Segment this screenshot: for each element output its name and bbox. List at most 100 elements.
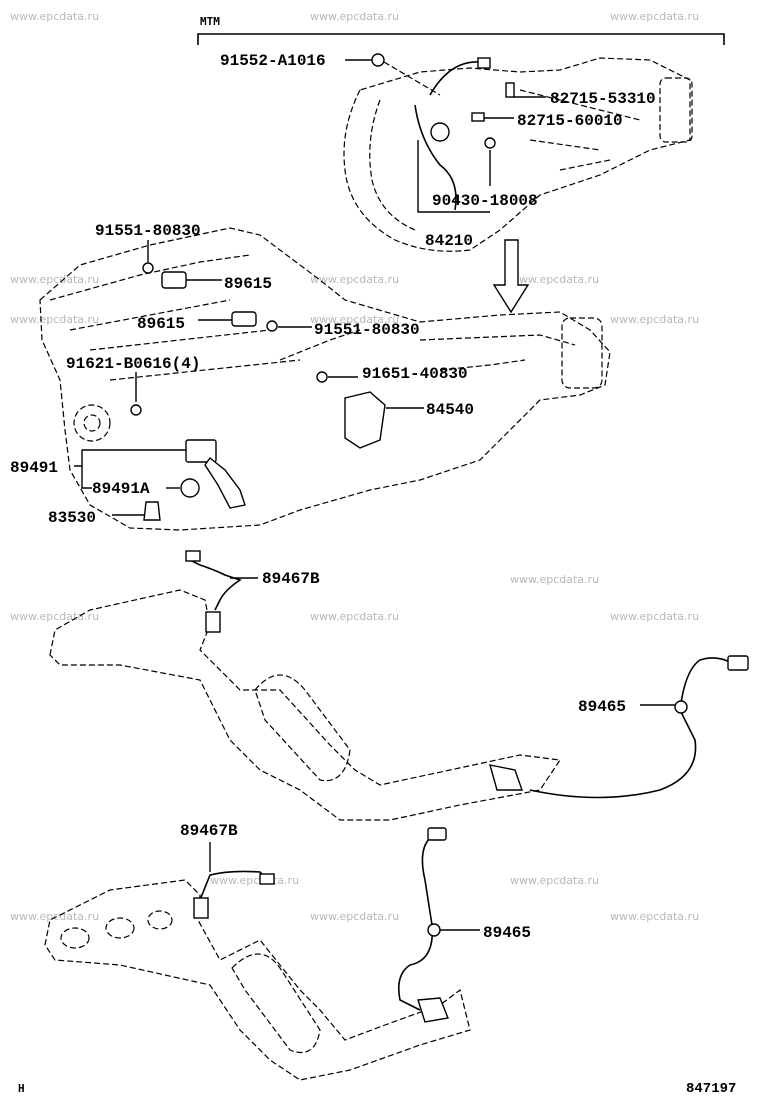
mtm-bracket: MTM [197, 15, 725, 45]
label-82715-60010: 82715-60010 [517, 112, 623, 130]
sensor-89615-mid [231, 311, 257, 327]
watermarks: www.epcdata.ru www.epcdata.ru www.epcdat… [10, 10, 699, 923]
label-90430-18008: 90430-18008 [432, 192, 538, 210]
grommet-89465-bottom [427, 923, 441, 937]
clip-82715-60010 [471, 112, 485, 122]
pulley [73, 404, 111, 442]
label-89615-mid: 89615 [137, 315, 185, 333]
watermark-text: www.epcdata.ru [510, 273, 599, 286]
transmission-top-drawing [343, 53, 693, 252]
connector-89465-top [727, 655, 749, 671]
o-ring-89491a [180, 478, 200, 498]
transmission-mid-line-2 [439, 359, 526, 371]
bolt-91621 [130, 404, 142, 416]
o2-sensor-wire-89467b-top [189, 559, 242, 611]
watermark-text: www.epcdata.ru [310, 273, 399, 286]
manifold-port-3 [147, 910, 173, 930]
connector-89467b-bottom [259, 873, 275, 885]
label-89491a: 89491A [92, 480, 150, 498]
exhaust-pipe-1 [49, 589, 562, 821]
label-89491: 89491 [10, 459, 58, 477]
transmission-housing-top [343, 57, 691, 252]
engine-labels: 91551-80830 89615 89615 91551-80830 9162… [10, 222, 474, 527]
exhaust-2-labels: 89467B 89465 [180, 822, 531, 942]
section-label: MTM [200, 15, 220, 28]
bolt-91552 [371, 53, 385, 67]
watermark-text: www.epcdata.ru [310, 910, 399, 923]
bellhousing-edge [369, 99, 416, 231]
label-89467b-bottom: 89467B [180, 822, 238, 840]
leader-91552-dashed [383, 61, 441, 96]
transmission-mid-line [419, 334, 576, 346]
watermark-text: www.epcdata.ru [610, 10, 699, 23]
speed-sensor-84210 [430, 122, 450, 142]
footer-left-code: H [18, 1082, 25, 1095]
o2-sensor-89467b-top [205, 611, 221, 633]
connector-89467b-top [185, 550, 201, 562]
watermark-text: www.epcdata.ru [10, 910, 99, 923]
label-84540: 84540 [426, 401, 474, 419]
o2-sensor-89467b-bottom [193, 897, 209, 919]
transmission-ribs [519, 89, 641, 171]
label-89465-top: 89465 [578, 698, 626, 716]
transmission-mid-flange [561, 317, 603, 389]
exhaust-1-labels: 89467B 89465 [230, 570, 675, 716]
transmission-flange [659, 77, 693, 143]
o-ring-90430 [484, 137, 496, 149]
o2-sensor-89465-bottom [417, 997, 449, 1023]
bracket-89491 [185, 439, 217, 463]
watermark-text: www.epcdata.ru [610, 610, 699, 623]
watermark-text: www.epcdata.ru [510, 874, 599, 887]
label-91551-80830-mid: 91551-80830 [314, 321, 420, 339]
o2-sensor-wire-89467b-bottom [199, 870, 269, 901]
label-91551-80830-top: 91551-80830 [95, 222, 201, 240]
label-89467b-top: 89467B [262, 570, 320, 588]
label-82715-53310: 82715-53310 [550, 90, 656, 108]
watermark-text: www.epcdata.ru [10, 313, 99, 326]
footer: H 847197 [18, 1081, 736, 1097]
sensor-89615-top [161, 271, 187, 289]
leader-89491 [74, 449, 186, 489]
watermark-text: www.epcdata.ru [10, 273, 99, 286]
pulley-hub [83, 414, 101, 432]
clip-82715-53310 [505, 82, 515, 98]
bracket-line [197, 33, 725, 45]
crank-sensor-89491 [204, 456, 246, 509]
engine-drawing [39, 227, 611, 531]
o2-sensor-89465-top [489, 764, 523, 791]
manifold-port-2 [105, 917, 135, 939]
catalytic-converter-1 [254, 674, 351, 782]
label-91651-40830: 91651-40830 [362, 365, 468, 383]
watermark-text: www.epcdata.ru [610, 313, 699, 326]
leader-84210 [417, 140, 490, 213]
knock-sensor-83530 [143, 501, 161, 521]
manifold-port-1 [60, 927, 90, 949]
direction-arrow-icon [492, 239, 530, 314]
bolt-91651 [316, 371, 328, 383]
grommet-89465-top [674, 700, 688, 714]
engine-detail-1 [279, 329, 361, 361]
bolt-91551-top [142, 262, 154, 274]
connector-top [477, 57, 491, 69]
top-labels: 91552-A1016 82715-53310 82715-60010 9043… [220, 52, 656, 250]
watermark-text: www.epcdata.ru [310, 610, 399, 623]
o2-sensor-wire-89465-top [529, 657, 731, 799]
label-91552-a1016: 91552-A1016 [220, 52, 326, 70]
connector-89465-bottom [427, 827, 447, 841]
watermark-text: www.epcdata.ru [510, 573, 599, 586]
label-83530: 83530 [48, 509, 96, 527]
exhaust-pipe-2 [44, 879, 471, 1081]
sensor-84540 [344, 391, 386, 449]
watermark-text: www.epcdata.ru [310, 10, 399, 23]
sensor-lead-top [429, 61, 481, 96]
watermark-text: www.epcdata.ru [610, 910, 699, 923]
diagram-number: 847197 [686, 1081, 736, 1097]
catalytic-converter-2 [231, 953, 321, 1054]
label-89465-bottom: 89465 [483, 924, 531, 942]
exhaust-assembly-1 [49, 550, 749, 821]
label-89615-top: 89615 [224, 275, 272, 293]
speed-sensor-wire-top [414, 104, 457, 211]
label-91621-b0616: 91621-B0616(4) [66, 355, 200, 373]
watermark-text: www.epcdata.ru [210, 874, 299, 887]
